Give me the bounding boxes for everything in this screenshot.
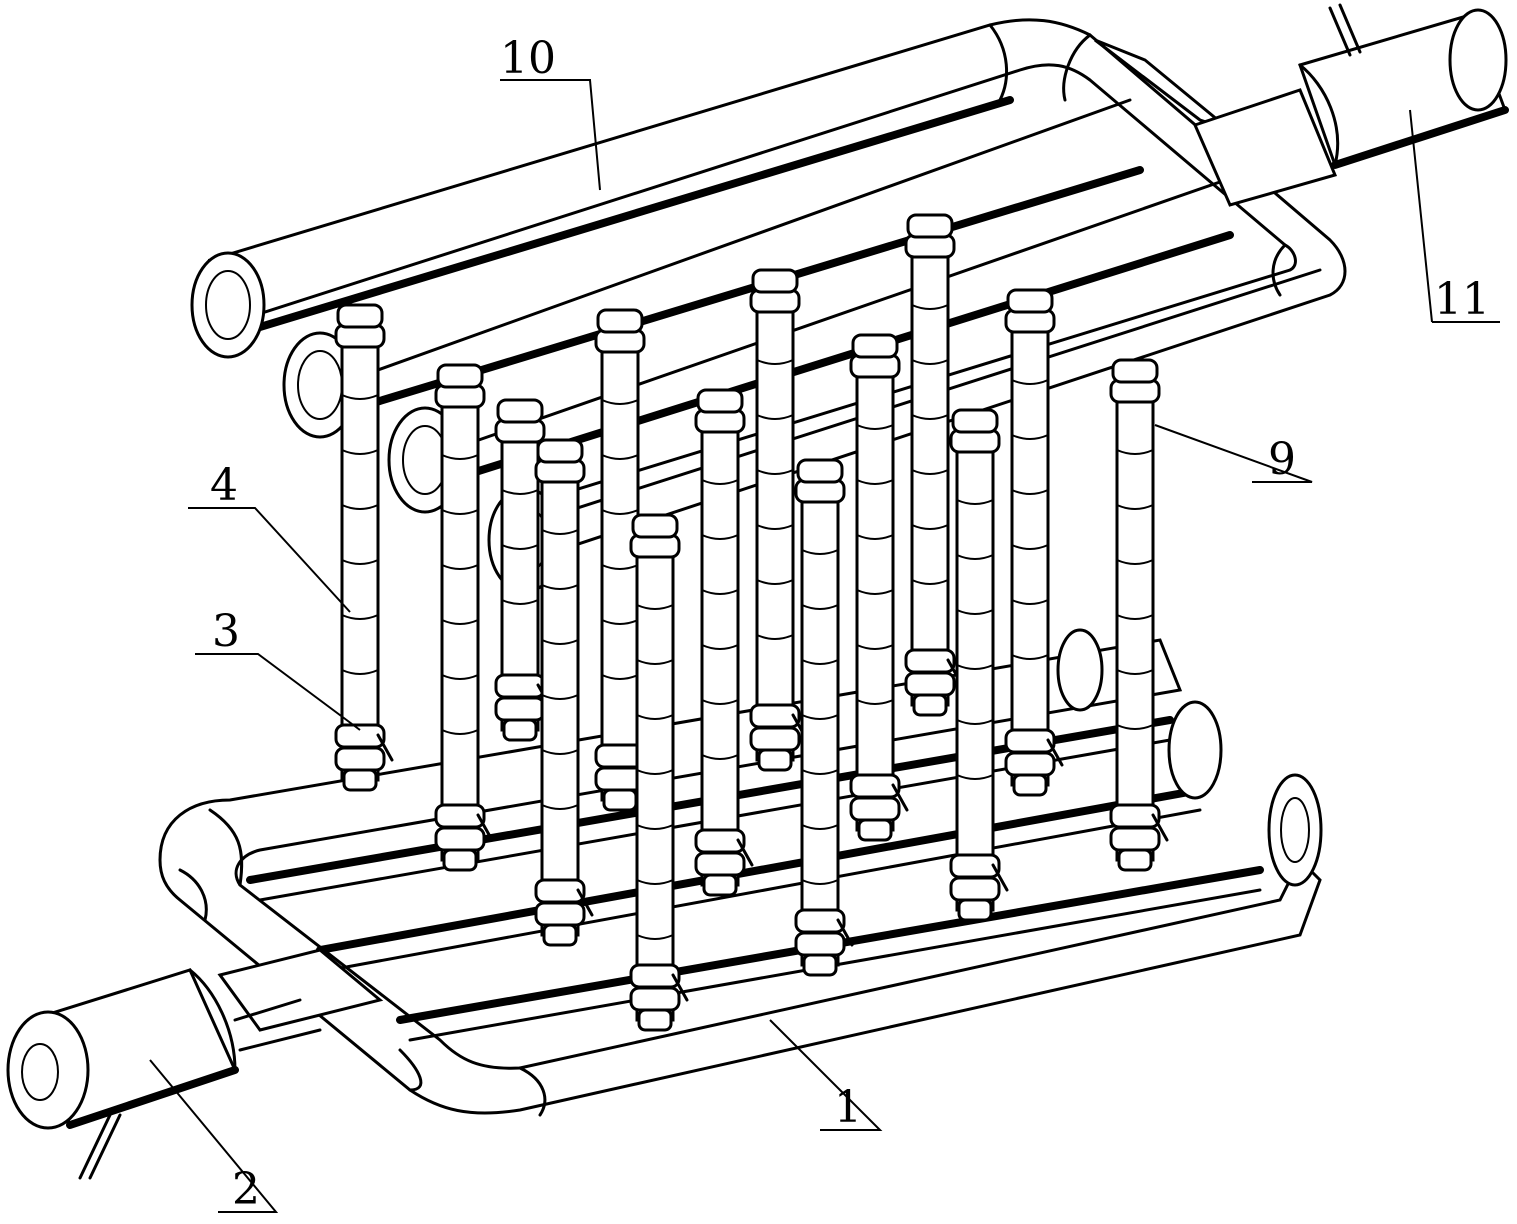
leader-1 xyxy=(769,1019,883,1131)
vertical-tube xyxy=(1109,358,1169,872)
callout-2: 2 xyxy=(232,1164,260,1215)
vertical-tube xyxy=(629,513,689,1032)
vertical-tube xyxy=(949,408,1009,922)
vertical-tube xyxy=(334,303,394,792)
callout-9: 9 xyxy=(1268,434,1296,485)
vertical-tube xyxy=(1004,288,1064,797)
callout-leaders xyxy=(149,79,1500,1213)
vertical-tube xyxy=(594,308,654,812)
leader-2 xyxy=(149,1059,279,1213)
vertical-tube xyxy=(534,438,594,947)
vertical-tube xyxy=(694,388,754,897)
leader-4 xyxy=(188,507,351,613)
vertical-tube xyxy=(904,213,964,717)
callout-1: 1 xyxy=(834,1082,862,1133)
leader-9 xyxy=(1154,424,1313,483)
callout-labels: 10 11 9 4 3 2 1 xyxy=(210,33,1490,1215)
outlet-pipe xyxy=(1192,3,1509,207)
callout-10: 10 xyxy=(500,33,556,84)
vertical-tube xyxy=(434,363,494,872)
vertical-tube xyxy=(749,268,809,772)
callout-4: 4 xyxy=(210,460,238,511)
callout-3: 3 xyxy=(212,606,240,657)
leader-10 xyxy=(500,79,601,191)
inlet-pipe xyxy=(6,968,322,1180)
callout-11: 11 xyxy=(1434,274,1490,325)
vertical-tube xyxy=(849,333,909,842)
vertical-tube xyxy=(794,458,854,977)
leader-3 xyxy=(195,653,361,731)
vertical-tube-bank xyxy=(334,213,1169,1032)
